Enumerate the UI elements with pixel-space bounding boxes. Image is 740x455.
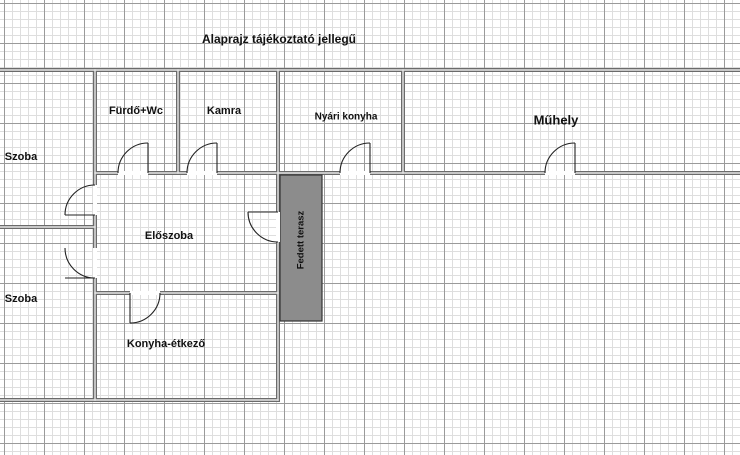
- door-kitchen: [129, 291, 161, 324]
- room-label-covered-terrace: Fedett terasz: [295, 210, 307, 270]
- room-label-pantry: Kamra: [206, 105, 242, 117]
- room-label-hall: Előszoba: [144, 230, 194, 242]
- covered-terrace: [279, 174, 323, 322]
- door-room-top: [64, 184, 97, 216]
- room-label-kitchen-dining: Konyha-étkező: [126, 338, 206, 350]
- door-workshop: [544, 142, 576, 175]
- room-label-room-top: Szoba: [4, 151, 38, 163]
- plan-title: Alaprajz tájékoztató jellegű: [201, 32, 357, 46]
- room-label-room-bottom: Szoba: [4, 293, 38, 305]
- door-room-bottom: [64, 247, 97, 279]
- room-label-summer-kitchen: Nyári konyha: [314, 111, 378, 123]
- door-bathroom: [117, 142, 149, 175]
- door-summer-kitchen: [339, 142, 371, 175]
- door-pantry: [186, 142, 218, 175]
- doors: [64, 142, 576, 324]
- room-label-workshop: Műhely: [533, 112, 579, 128]
- room-label-bathroom: Fürdő+Wc: [108, 105, 164, 117]
- door-hall-terrace: [247, 211, 280, 243]
